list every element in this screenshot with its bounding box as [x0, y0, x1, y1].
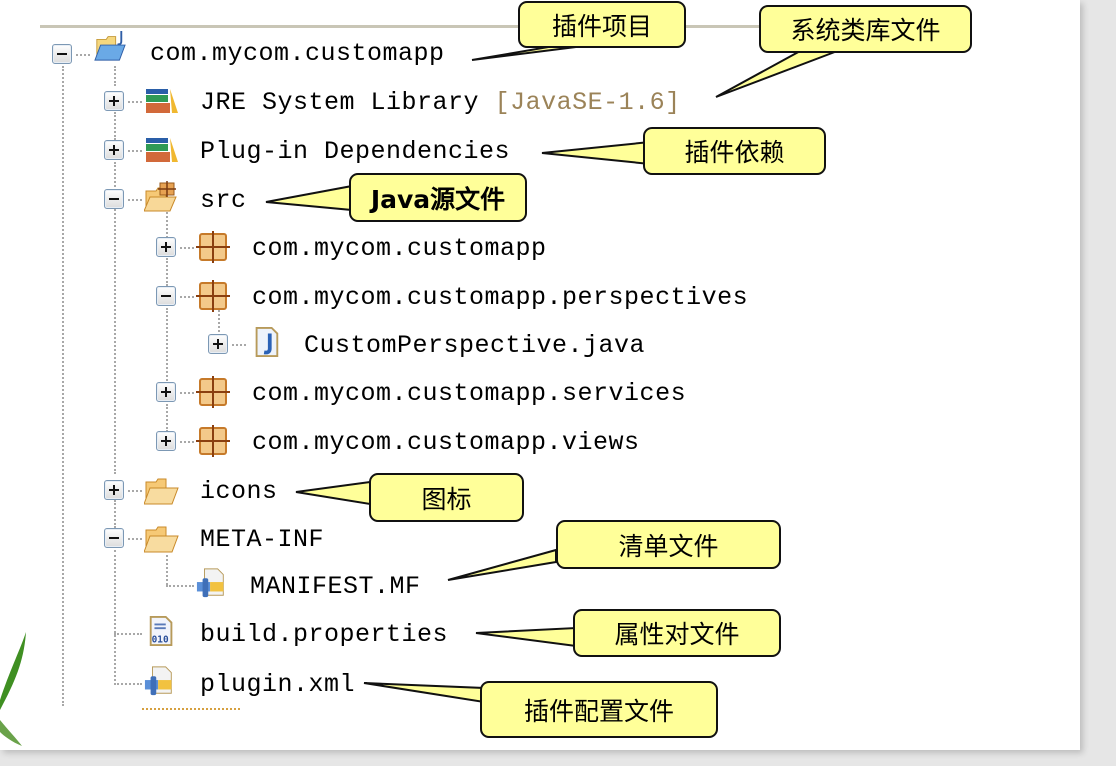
tree-item-label: com.mycom.customapp — [150, 39, 445, 68]
tree-item-label: build.properties — [200, 620, 449, 649]
tree-guide-line — [166, 308, 168, 384]
tree-item-label: com.mycom.customapp — [252, 234, 547, 263]
tree-guide-line — [166, 585, 194, 587]
tree-item-label: META-INF — [200, 525, 325, 554]
source-folder-icon — [144, 181, 177, 212]
tree-guide-line — [166, 550, 168, 585]
jre-version-decoration: [JavaSE-1.6] — [494, 88, 681, 117]
expand-toggle[interactable] — [156, 431, 176, 451]
callout-plugin-dependencies: 插件依赖 — [643, 127, 826, 175]
collapse-toggle[interactable] — [104, 189, 124, 209]
tree-item-label: icons — [200, 477, 278, 506]
tree-guide-line — [114, 112, 116, 140]
package-icon — [196, 231, 230, 263]
tree-guide-line — [114, 683, 142, 685]
tree-item-label: plugin.xml — [200, 670, 356, 699]
tree-item-label: src — [200, 186, 247, 215]
tree-item-label: Plug-in Dependencies — [200, 137, 511, 166]
expand-toggle[interactable] — [104, 140, 124, 160]
package-icon — [196, 280, 230, 312]
package-icon — [196, 376, 230, 408]
collapse-toggle[interactable] — [104, 528, 124, 548]
callout-java-source: Java源文件 — [349, 173, 527, 222]
tree-guide-line — [218, 310, 220, 332]
tree-guide-line — [232, 344, 246, 346]
collapse-toggle[interactable] — [156, 286, 176, 306]
expand-toggle[interactable] — [104, 480, 124, 500]
svg-text:010: 010 — [152, 634, 169, 645]
folder-icon — [144, 478, 179, 505]
tree-item-label: com.mycom.customapp.perspectives — [252, 283, 749, 312]
tree-item-label: JRE System Library [JavaSE-1.6] — [200, 88, 681, 117]
tree-guide-line — [62, 66, 64, 706]
expand-toggle[interactable] — [104, 91, 124, 111]
library-icon — [146, 89, 178, 113]
tree-guide-line — [114, 550, 116, 685]
tree-guide-line — [128, 199, 142, 201]
tree-guide-line — [114, 633, 142, 635]
tree-item-label: com.mycom.customapp.views — [252, 428, 640, 457]
tree-guide-line — [128, 490, 142, 492]
tree-guide-line — [114, 162, 116, 474]
tree-item-label: com.mycom.customapp.services — [252, 379, 687, 408]
tree-item-label: MANIFEST.MF — [250, 572, 421, 601]
tree-guide-line — [166, 258, 168, 286]
tree-item-label: CustomPerspective.java — [304, 331, 646, 360]
tree-guide-line — [128, 150, 142, 152]
callout-plugin-project: 插件项目 — [518, 1, 686, 48]
callout-icons: 图标 — [369, 473, 524, 522]
callout-system-library: 系统类库文件 — [759, 5, 972, 53]
tree-guide-line — [142, 708, 240, 710]
java-file-icon — [255, 326, 279, 358]
collapse-toggle[interactable] — [52, 44, 72, 64]
tree-guide-line — [128, 101, 142, 103]
plugin-manifest-icon — [144, 666, 172, 696]
expand-toggle[interactable] — [156, 382, 176, 402]
callout-properties: 属性对文件 — [573, 609, 781, 657]
properties-file-icon: 010 — [149, 615, 173, 647]
package-icon — [196, 425, 230, 457]
tree-guide-line — [180, 441, 194, 443]
tree-guide-line — [114, 500, 116, 528]
leaves-decoration-icon — [0, 632, 26, 746]
tree-guide-line — [114, 66, 116, 86]
plugin-project-folder-icon — [94, 30, 126, 61]
plugin-manifest-icon — [196, 568, 224, 598]
library-icon — [146, 138, 178, 162]
expand-toggle[interactable] — [208, 334, 228, 354]
tree-guide-line — [180, 392, 194, 394]
folder-icon — [144, 526, 179, 553]
tree-guide-line — [166, 212, 168, 238]
tree-guide-line — [180, 296, 194, 298]
callout-plugin-config: 插件配置文件 — [480, 681, 718, 738]
callout-manifest: 清单文件 — [556, 520, 781, 569]
page: com.mycom.customapp JRE System Library [… — [0, 0, 1080, 750]
tree-guide-line — [180, 247, 194, 249]
tree-guide-line — [166, 404, 168, 432]
view-top-border — [40, 25, 762, 28]
expand-toggle[interactable] — [156, 237, 176, 257]
tree-guide-line — [76, 54, 90, 56]
tree-guide-line — [128, 538, 142, 540]
